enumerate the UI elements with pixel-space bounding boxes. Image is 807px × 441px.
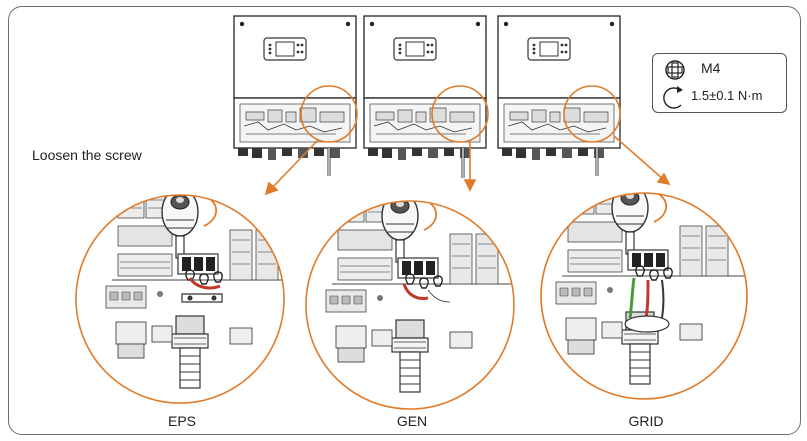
detail-eps xyxy=(70,180,302,410)
detail-grid xyxy=(536,176,756,410)
label-grid: GRID xyxy=(629,413,664,429)
screw-head-icon xyxy=(666,61,684,79)
label-eps: EPS xyxy=(168,413,196,429)
screw-size-label: M4 xyxy=(701,60,720,76)
torque-spec-box: M4 1.5±0.1 N·m xyxy=(652,53,787,113)
instruction-text: Loosen the screw xyxy=(32,147,142,163)
detail-gen xyxy=(300,184,522,416)
torque-value-label: 1.5±0.1 N·m xyxy=(691,88,762,103)
label-gen: GEN xyxy=(397,413,427,429)
inverter-gen xyxy=(364,16,486,160)
rotation-arrow-icon xyxy=(664,86,683,108)
